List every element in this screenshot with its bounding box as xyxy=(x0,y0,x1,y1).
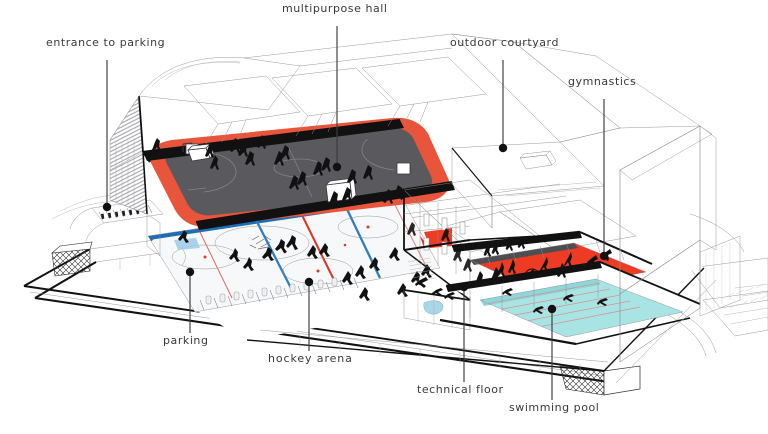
leader-dot-gymnastics xyxy=(599,251,609,261)
label-parking[interactable]: parking xyxy=(163,334,209,347)
leader-dot-parking xyxy=(185,267,195,277)
leader-dot-technical-floor xyxy=(459,282,469,292)
ice-skater-figures xyxy=(178,230,432,301)
swimmer-figures xyxy=(475,263,608,314)
parking-entrance-ramp xyxy=(69,199,164,242)
leader-dot-multipurpose-hall xyxy=(332,162,342,172)
label-technical-floor[interactable]: technical floor xyxy=(417,383,504,396)
label-swimming-pool[interactable]: swimming pool xyxy=(509,401,600,414)
left-cut-facade xyxy=(109,95,161,257)
leader-dot-entrance-to-parking xyxy=(102,202,112,212)
technical-floor-zone xyxy=(403,179,541,331)
leader-dot-outdoor-courtyard xyxy=(498,143,508,153)
label-outdoor-courtyard[interactable]: outdoor courtyard xyxy=(450,36,559,49)
multipurpose-hall-zone xyxy=(142,117,455,230)
right-facade-screen xyxy=(619,125,741,363)
leader-dot-hockey-arena xyxy=(304,277,314,287)
swimming-pool-zone xyxy=(415,260,701,346)
front-lower-facade xyxy=(246,329,609,376)
label-gymnastics[interactable]: gymnastics xyxy=(568,75,637,88)
leader-dot-swimming-pool xyxy=(547,304,557,314)
label-multipurpose-hall[interactable]: multipurpose hall xyxy=(282,2,388,15)
multipurpose-hall-figures xyxy=(152,135,403,206)
label-entrance-to-parking[interactable]: entrance to parking xyxy=(46,36,166,49)
leader-lines-group xyxy=(102,26,609,400)
label-hockey-arena[interactable]: hockey arena xyxy=(268,352,353,365)
